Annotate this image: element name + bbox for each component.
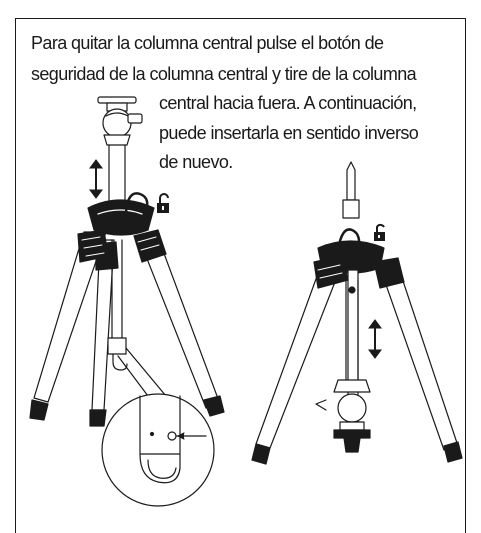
instruction-line-2: seguridad de la columna central y tire d…: [31, 64, 417, 84]
inverted-ball-head: [315, 379, 371, 453]
up-down-arrow-icon: [368, 319, 382, 359]
right-tripod: [251, 161, 463, 465]
instruction-line-5: de nuevo.: [159, 152, 233, 172]
left-tripod: [29, 96, 225, 507]
instruction-line-4: puede insertarla en sentido inverso: [159, 123, 419, 143]
open-lock-icon: [157, 193, 169, 213]
ball-head: [97, 96, 143, 146]
up-down-arrow-icon: [89, 159, 103, 199]
open-lock-icon: [374, 223, 385, 241]
instruction-line-1: Para quitar la columna central pulse el …: [31, 33, 384, 53]
instruction-frame: [15, 18, 466, 533]
instruction-line-3: central hacia fuera. A continuación,: [159, 93, 417, 113]
